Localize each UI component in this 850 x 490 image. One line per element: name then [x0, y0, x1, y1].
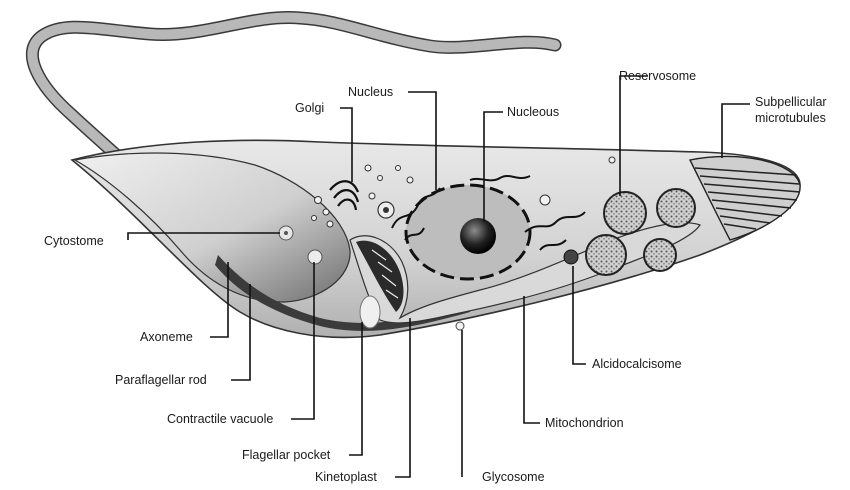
pocket-oval	[359, 295, 381, 329]
subpellicular-microtubules	[688, 155, 801, 241]
label-nucleus: Nucleus	[348, 85, 393, 99]
flagellar-pocket-region	[73, 152, 351, 303]
label-flagellar-pocket: Flagellar pocket	[242, 448, 331, 462]
vesicles	[311, 156, 616, 228]
label-mitochondrion: Mitochondrion	[545, 416, 624, 430]
label-microtubules: microtubules	[755, 111, 826, 125]
contractile-vacuole-shape	[307, 249, 323, 265]
label-axoneme: Axoneme	[140, 330, 193, 344]
label-glycosome: Glycosome	[482, 470, 545, 484]
golgi-shape	[329, 180, 360, 211]
label-nucleous: Nucleous	[507, 105, 559, 119]
label-subpellicular: Subpellicular	[755, 95, 827, 109]
nucleolus-shape	[460, 218, 496, 254]
label-cytostome: Cytostome	[44, 234, 104, 248]
glycosome-shape	[455, 321, 465, 331]
label-contractile-vacuole: Contractile vacuole	[167, 412, 273, 426]
acidocalcisome-shape	[563, 249, 579, 265]
label-reservosome: Reservosome	[619, 69, 696, 83]
label-kinetoplast: Kinetoplast	[315, 470, 377, 484]
leader-lines	[127, 75, 750, 478]
label-golgi: Golgi	[295, 101, 324, 115]
label-paraflagellar-rod: Paraflagellar rod	[115, 373, 207, 387]
endoplasmic-reticulum	[391, 175, 586, 251]
label-acidocalcisome: Alcidocalcisome	[592, 357, 682, 371]
reservosomes	[585, 188, 696, 276]
